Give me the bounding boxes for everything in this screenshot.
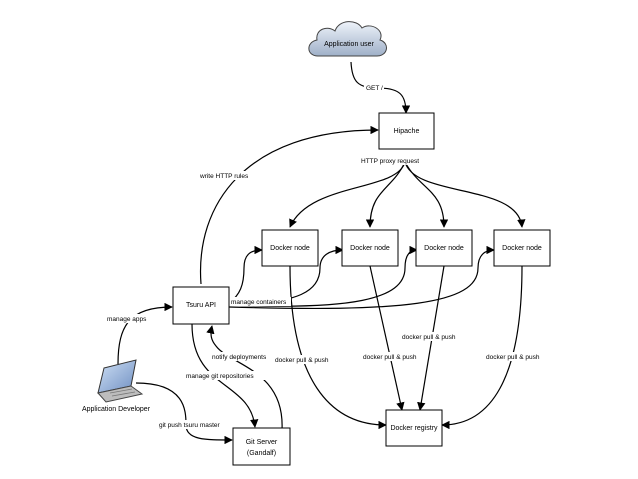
label-pull-push-1: docker pull & push (275, 357, 329, 364)
docker-node-3: Docker node (415, 229, 473, 267)
edge-proxy-node-4 (404, 161, 526, 228)
edge-pull-push-2 (369, 265, 405, 411)
git-server-sublabel: (Gandalf) (247, 450, 276, 457)
edge-proxy-node-2 (365, 161, 406, 228)
edge-labels: GET / HTTP proxy request write HTTP rule… (104, 83, 544, 429)
label-pull-push-3: docker pull & push (402, 334, 456, 341)
edge-proxy-node-1 (289, 161, 406, 228)
edge-manage-git-repos (191, 323, 259, 428)
docker-node-label: Docker node (350, 245, 390, 252)
docker-node-label: Docker node (424, 245, 464, 252)
label-manage-apps: manage apps (107, 316, 147, 323)
hipache-label: Hipache (394, 128, 420, 135)
edge-manage-container-1 (228, 245, 263, 304)
label-get: GET / (366, 85, 383, 92)
application-user-cloud: Application user (308, 21, 387, 57)
edge-notify-deployments (206, 325, 283, 431)
docker-node-label: Docker node (270, 245, 310, 252)
git-server-node: Git Server (Gandalf) (232, 427, 291, 466)
edge-manage-container-4 (228, 245, 495, 310)
laptop-icon (97, 359, 144, 403)
hipache-node: Hipache (378, 112, 435, 150)
application-user-label: Application user (324, 41, 374, 48)
docker-node-2: Docker node (341, 229, 399, 267)
label-git-push: git push tsuru master (159, 422, 221, 429)
edge-manage-container-3 (228, 245, 418, 307)
edge-pull-push-1 (289, 265, 387, 430)
git-server-label: Git Server (246, 439, 278, 446)
edge-pull-push-4 (441, 265, 523, 430)
label-pull-push-4: docker pull & push (486, 354, 540, 361)
application-developer-label: Application Developer (82, 406, 151, 413)
tsuru-api-node: Tsuru API (172, 286, 230, 325)
label-pull-push-2: docker pull & push (363, 354, 417, 361)
docker-node-4: Docker node (493, 229, 551, 267)
label-notify-deployments: notify deployments (212, 354, 267, 361)
cloud-icon (308, 21, 387, 57)
edge-git-push (135, 382, 233, 445)
docker-registry-node: Docker registry (385, 409, 443, 447)
label-write-http-rules: write HTTP rules (199, 173, 249, 180)
label-manage-containers: manage containers (231, 299, 287, 306)
docker-registry-label: Docker registry (390, 425, 438, 432)
docker-node-label: Docker node (502, 245, 542, 252)
label-http-proxy: HTTP proxy request (361, 158, 419, 165)
tsuru-api-label: Tsuru API (186, 302, 216, 309)
label-manage-git-repos: manage git repositories (186, 373, 254, 380)
docker-node-1: Docker node (261, 229, 319, 267)
